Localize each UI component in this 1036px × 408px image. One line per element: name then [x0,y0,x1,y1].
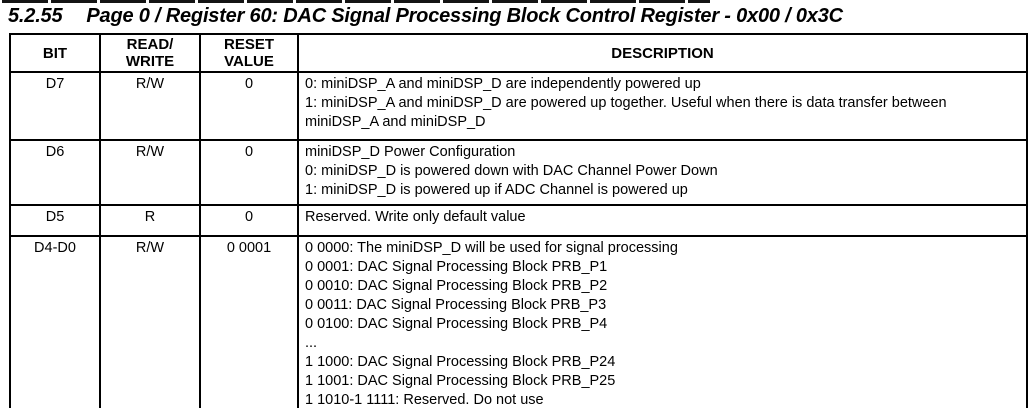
read-write-cell: R/W [99,235,201,408]
table-row: D7 R/W 0 0: miniDSP_A and miniDSP_D are … [9,71,1028,141]
description-cell: 0 0000: The miniDSP_D will be used for s… [297,235,1028,408]
reset-value-cell: 0 [199,71,299,141]
description-cell: 0: miniDSP_A and miniDSP_D are independe… [297,71,1028,141]
description-cell: miniDSP_D Power Configuration 0: miniDSP… [297,139,1028,206]
read-write-cell: R/W [99,71,201,141]
table-header-row: BIT READ/ WRITE RESET VALUE DESCRIPTION [9,33,1028,73]
column-header-reset-value: RESET VALUE [199,33,299,73]
description-cell: Reserved. Write only default value [297,204,1028,237]
reset-value-cell: 0 0001 [199,235,299,408]
column-header-description: DESCRIPTION [297,33,1028,73]
read-write-cell: R/W [99,139,201,206]
column-header-bit: BIT [9,33,101,73]
section-title-text: Page 0 / Register 60: DAC Signal Process… [86,5,843,27]
column-header-read-write: READ/ WRITE [99,33,201,73]
section-title: 5.2.55 Page 0 / Register 60: DAC Signal P… [8,5,843,28]
bit-cell: D5 [9,204,101,237]
cropped-text-artifact [2,0,710,3]
bit-cell: D7 [9,71,101,141]
table-row: D5 R 0 Reserved. Write only default valu… [9,204,1028,237]
reset-value-cell: 0 [199,204,299,237]
section-number: 5.2.55 [8,5,63,27]
reset-value-cell: 0 [199,139,299,206]
bit-cell: D4-D0 [9,235,101,408]
register-table: BIT READ/ WRITE RESET VALUE DESCRIPTION … [9,33,1028,408]
table-row: D6 R/W 0 miniDSP_D Power Configuration 0… [9,139,1028,206]
bit-cell: D6 [9,139,101,206]
table-row: D4-D0 R/W 0 0001 0 0000: The miniDSP_D w… [9,235,1028,408]
read-write-cell: R [99,204,201,237]
